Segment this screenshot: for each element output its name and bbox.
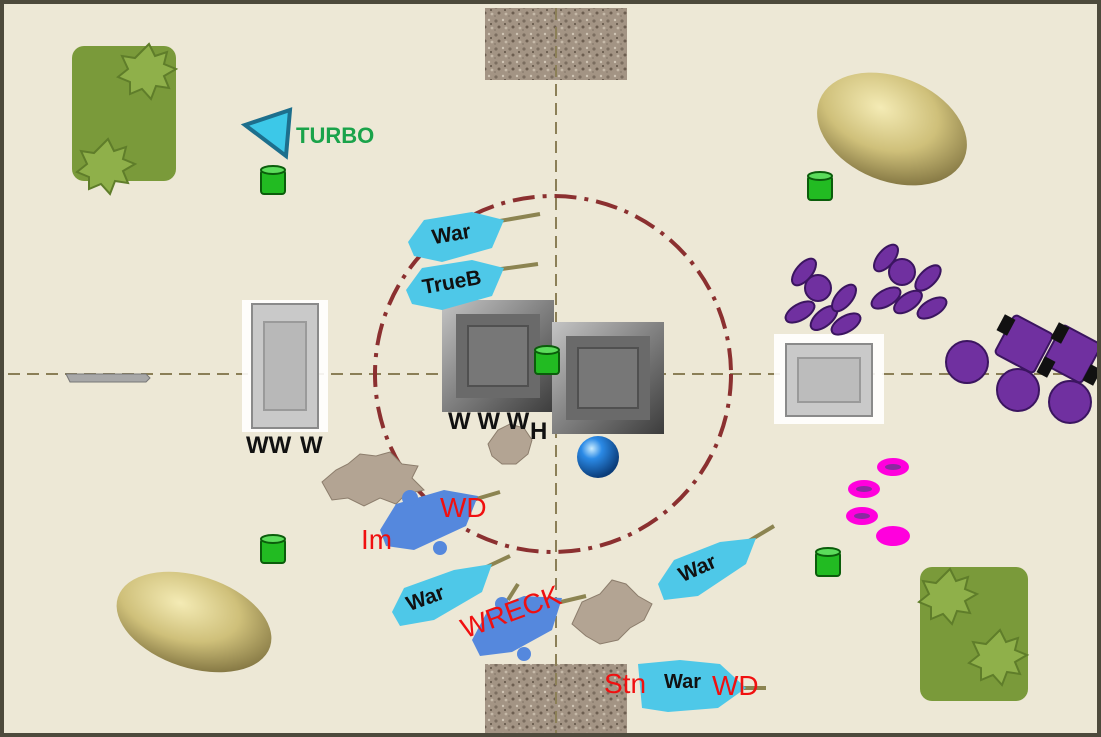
building-left [242,300,328,432]
purple-heavy-units-icon [945,314,1097,424]
triangle-turbo-icon [240,107,293,160]
trueb-unit-icon [406,260,539,310]
magenta-token-center [854,464,901,519]
turbo-label: TURBO [296,123,375,148]
debris-icon [571,579,653,645]
war-unit-bottom-icon [638,660,766,712]
status-im: Im [361,524,393,555]
bush-icon [917,567,980,626]
war-unit-right-icon [658,524,776,600]
bush-icon [967,628,1030,687]
purple-swarm-icon [784,243,948,336]
objective-token-icon [260,534,286,564]
wreck-unit-icon [472,582,587,661]
war-unit-bottom-label[interactable]: War [664,671,702,693]
zone-ring [373,194,733,554]
rock-top-right [817,72,967,186]
war-unit-left-icon [392,554,511,626]
bush-icon [116,42,179,101]
status-stn: Stn [604,668,647,699]
status-wd-bottom: WD [712,670,759,701]
objective-token-icon [260,165,286,195]
debris-icon [487,423,533,465]
marker-ww-left: WW [246,432,292,459]
marker-w-left: W [300,432,323,459]
objective-token-icon [534,345,560,375]
debris-icon [321,451,425,507]
building-center-right [552,322,664,434]
building-right [774,334,884,424]
board-graphics [8,8,1097,733]
rock-bottom-left [116,571,272,673]
marker-h-center: H [530,418,548,445]
bush-icon [75,137,138,196]
objective-token-icon [807,171,833,201]
ball-icon [577,436,619,478]
war-unit-top-icon [408,212,541,262]
marker-www-center: W W W [448,408,530,435]
wall-segment [65,373,151,383]
status-wd-left: WD [440,492,487,523]
objective-token-icon [815,547,841,577]
downed-unit-wd-im-icon [380,490,501,555]
magenta-token-icon [846,458,910,546]
